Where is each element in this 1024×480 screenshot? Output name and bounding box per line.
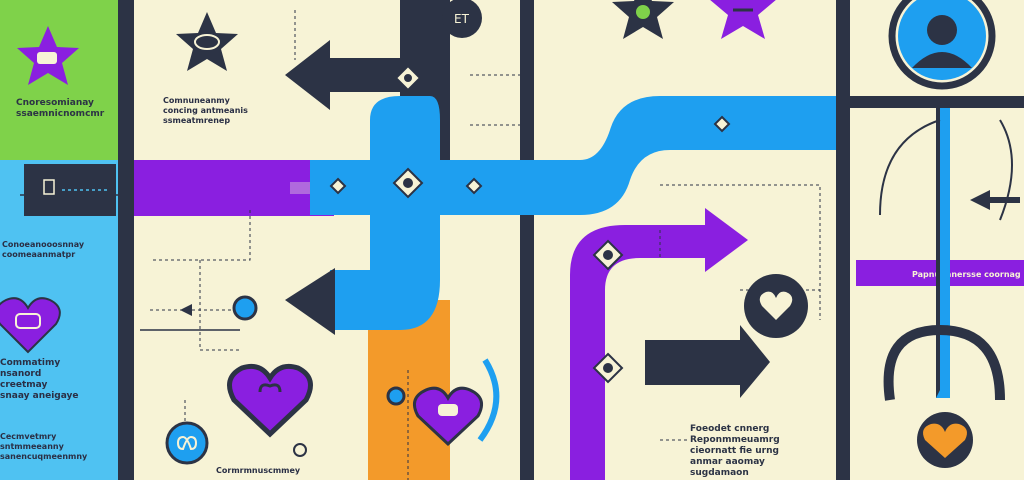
svg-text:ET: ET bbox=[454, 12, 470, 26]
divider-3 bbox=[836, 0, 850, 480]
arrow-right bbox=[645, 325, 770, 398]
heart-chat-icon bbox=[0, 297, 61, 354]
tag-icon: ET bbox=[442, 0, 482, 38]
gear-diamond-icon bbox=[329, 64, 731, 384]
arrow-left-mid bbox=[285, 268, 335, 335]
star-purple-icon bbox=[710, 0, 776, 39]
left-top-caption: Comnuneanmy concing antmeanis ssmeatmren… bbox=[163, 96, 248, 125]
right-caption: Foeodet cnnerg Reponmmeuamrg cieornatt f… bbox=[690, 424, 780, 478]
sky-panel-caption2: Commatimy nsanord creetmay snaay aneigay… bbox=[0, 358, 79, 401]
avatar-icon bbox=[888, 0, 996, 90]
blue-pipe bbox=[310, 96, 540, 330]
bottom-mid-caption: Cormrmnuscmmey bbox=[216, 466, 301, 475]
green-panel-caption: Cnoresomianay ssaemnicnomcmr bbox=[16, 98, 105, 119]
arrow-left-top bbox=[285, 40, 420, 110]
purple-band bbox=[134, 160, 334, 216]
heart-purple-icon bbox=[227, 363, 313, 438]
star-green-icon bbox=[612, 0, 674, 39]
heart-speech-icon bbox=[412, 386, 484, 447]
star-chat-icon bbox=[17, 26, 79, 85]
divider-1 bbox=[118, 0, 134, 480]
sky-panel-caption: Conoeanooosnnay coomeaanmatpr bbox=[2, 240, 85, 259]
blue-pipe-right bbox=[534, 96, 836, 215]
heart-orange-icon bbox=[917, 412, 973, 468]
green-panel bbox=[0, 0, 118, 160]
purple-bar-label: Papnuonnersse coornag bbox=[912, 270, 1021, 279]
heart-circle-icon bbox=[744, 274, 808, 338]
infinity-icon bbox=[165, 421, 209, 465]
divider-2 bbox=[520, 0, 534, 480]
star-dark-icon bbox=[176, 12, 238, 71]
purple-curve-arrow bbox=[570, 208, 748, 480]
sky-panel-caption3: Cecmvetmry sntmmeeanny sanencuqmeenmny bbox=[0, 432, 88, 461]
